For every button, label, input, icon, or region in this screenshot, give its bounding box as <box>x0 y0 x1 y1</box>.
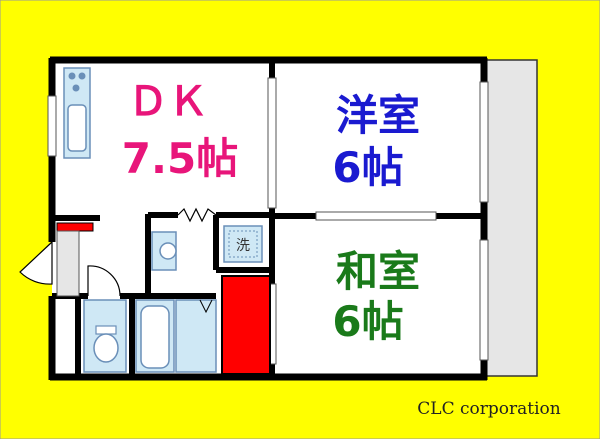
balcony <box>484 59 538 377</box>
entrance-step <box>56 230 80 297</box>
shoe-box <box>56 222 94 232</box>
washbasin-icon <box>151 231 177 271</box>
bathtub-icon <box>135 299 175 373</box>
closet <box>221 275 271 375</box>
dk-label-line1: ＤＫ <box>128 79 208 125</box>
entrance-door <box>19 240 53 285</box>
kitchen-counter <box>63 67 91 159</box>
western-room-label-line2: 6帖 <box>332 143 403 192</box>
japanese-room-label-line2: 6帖 <box>332 297 403 346</box>
bath-door <box>199 299 213 314</box>
dk-label-line2: 7.5帖 <box>122 134 238 183</box>
windows <box>47 77 489 365</box>
washer-icon: 洗 <box>223 225 263 263</box>
toilet-icon <box>83 299 127 373</box>
accordion-door <box>177 207 217 223</box>
sink-icon <box>67 104 87 152</box>
credit-text: CLC corporation <box>417 399 560 419</box>
washer-label: 洗 <box>236 238 250 254</box>
bath-washing-area <box>175 299 217 373</box>
stove-icon <box>68 72 86 92</box>
japanese-room-label-line1: 和室 <box>336 247 420 296</box>
western-room-label-line1: 洋室 <box>336 91 420 140</box>
toilet-door <box>87 265 121 297</box>
